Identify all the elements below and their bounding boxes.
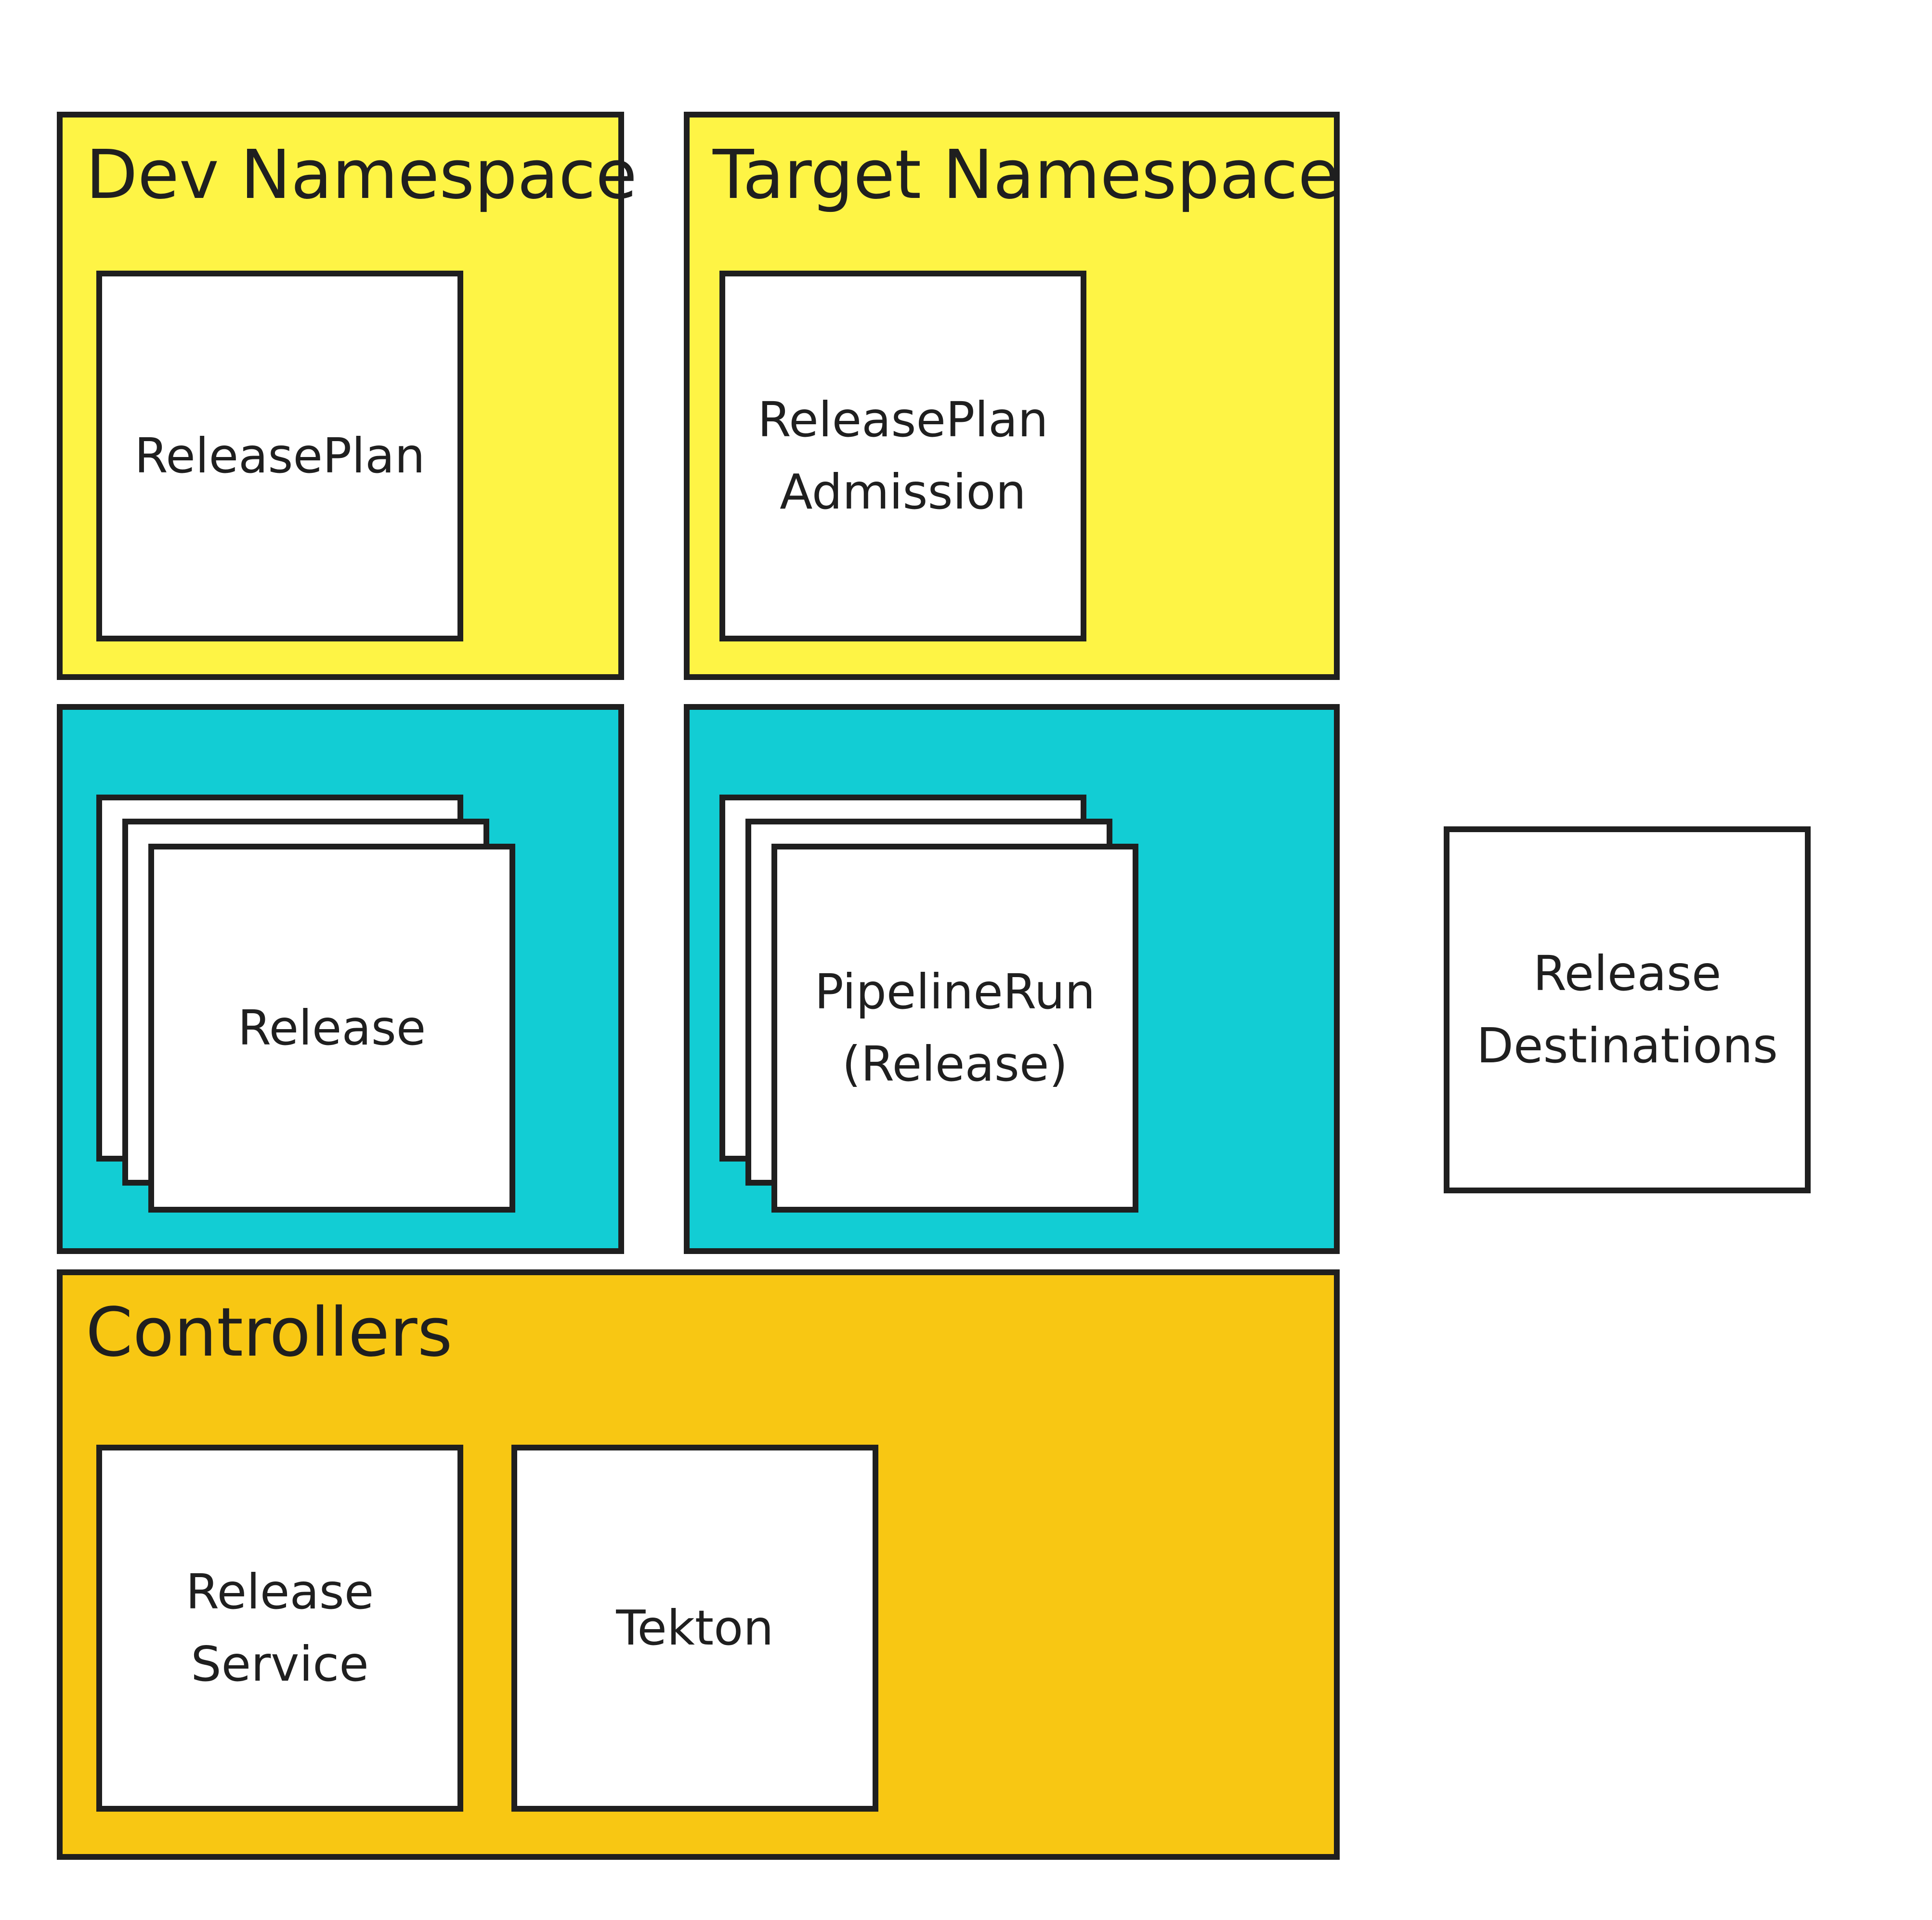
- release-service-label-line2: Service: [191, 1636, 369, 1692]
- releaseplan-admission-card: ReleasePlan Admission: [719, 271, 1086, 641]
- release-service-label-line1: Release: [185, 1564, 374, 1620]
- release-destinations-label-line2: Destinations: [1476, 1018, 1778, 1074]
- tekton-card: Tekton: [511, 1445, 878, 1812]
- dev-namespace-title: Dev Namespace: [86, 136, 638, 214]
- releaseplan-label: ReleasePlan: [134, 428, 425, 484]
- tekton-label: Tekton: [616, 1600, 774, 1656]
- pipelinerun-card: PipelineRun (Release): [771, 844, 1138, 1213]
- releaseplan-admission-label-line1: ReleasePlan: [757, 392, 1048, 448]
- release-destinations-card: Release Destinations: [1444, 826, 1811, 1193]
- target-namespace-title: Target Namespace: [713, 136, 1340, 214]
- releaseplan-card: ReleasePlan: [96, 271, 463, 641]
- release-label: Release: [237, 1000, 426, 1056]
- release-destinations-label-line1: Release: [1533, 945, 1722, 1002]
- controllers-title: Controllers: [86, 1293, 453, 1372]
- releaseplan-admission-label-line2: Admission: [780, 464, 1026, 520]
- release-service-card: Release Service: [96, 1445, 463, 1812]
- release-card: Release: [148, 844, 515, 1213]
- pipelinerun-label-line2: (Release): [842, 1036, 1068, 1092]
- pipelinerun-label-line1: PipelineRun: [814, 964, 1096, 1020]
